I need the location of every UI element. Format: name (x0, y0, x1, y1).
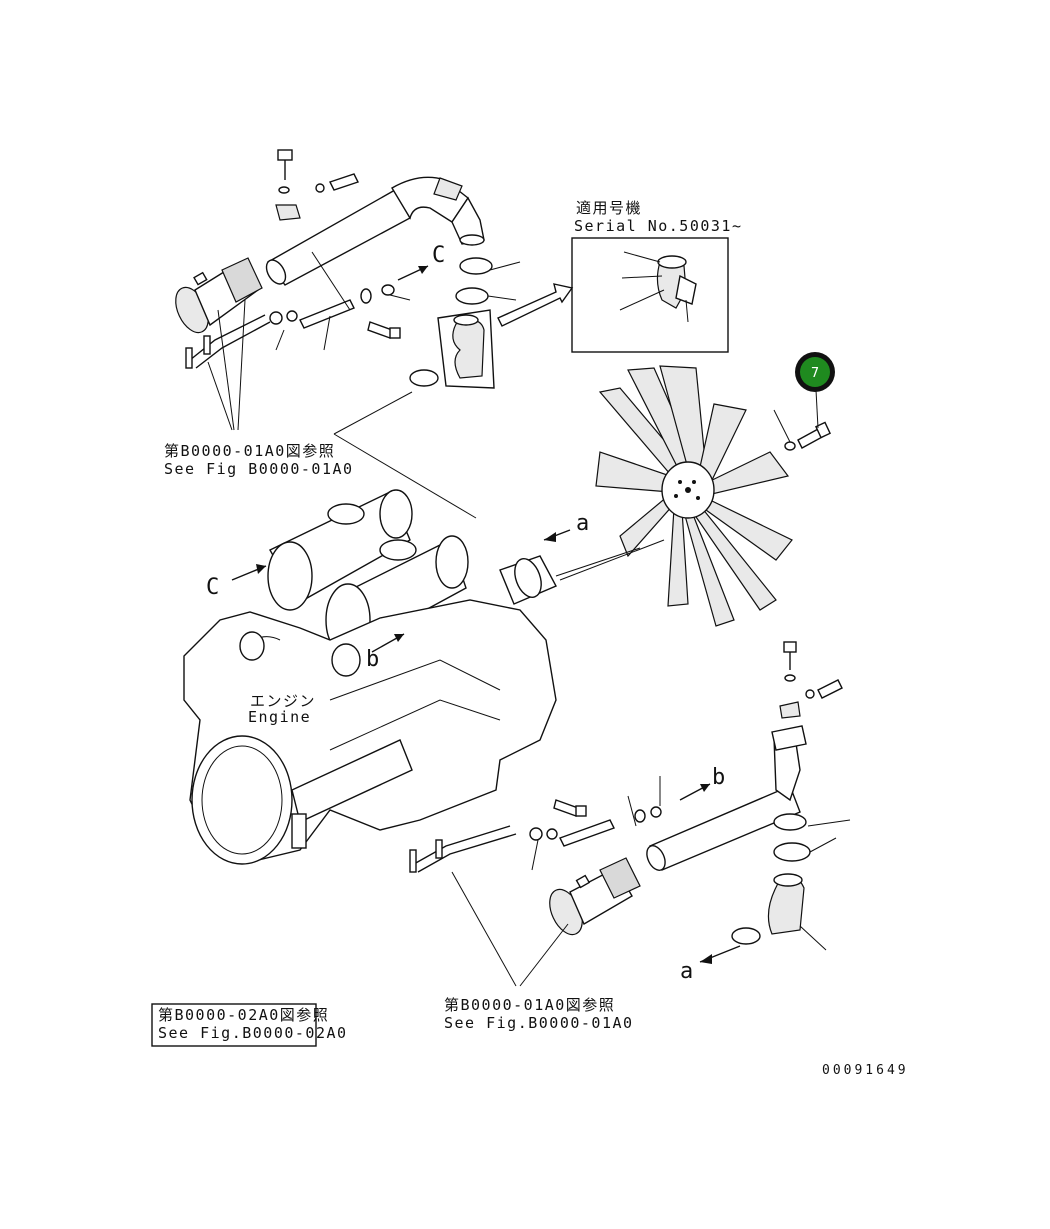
drawing-number: 00091649 (822, 1063, 909, 1078)
elbow-hose-detail (333, 283, 574, 519)
arrow-label-c-left: C (206, 575, 219, 600)
hose-clamp-2 (455, 287, 489, 305)
ref-top-en: See Fig B0000-01A0 (164, 460, 354, 478)
side-bolt (329, 173, 359, 191)
ref-bottom-en: See Fig.B0000-01A0 (444, 1014, 634, 1032)
arrow-label-c-top: C (432, 243, 445, 268)
clamp-bracket (275, 204, 301, 221)
engine-label-jp: エンジン (250, 692, 316, 710)
hose-clamp (459, 257, 493, 275)
arrow-label-b-mid: b (366, 647, 379, 672)
cooling-fan: a (543, 365, 831, 627)
breather-hose (299, 299, 355, 329)
ref-box-jp: 第B0000-02A0図参照 (158, 1006, 329, 1024)
arrow-label-a-mid: a (576, 511, 589, 536)
hose-clamp (773, 813, 807, 831)
reference-labels: 第B0000-01A0図参照 See Fig B0000-01A0 第B0000… (151, 442, 909, 1078)
flywheel-housing (191, 735, 293, 865)
engine-label-en: Engine (248, 708, 311, 726)
arrow-label-b-lower: b (712, 765, 725, 790)
lower-elbow-clamp (731, 927, 761, 945)
rubber-coupling (221, 257, 263, 303)
air-cleaner-cap (327, 503, 365, 525)
bolt-head (277, 149, 293, 161)
serial-detail-box: 適用号機 Serial No.50031~ (571, 199, 743, 353)
washer (278, 186, 290, 194)
callout-badge[interactable]: 7 (795, 352, 835, 392)
intake-pipe (266, 189, 411, 286)
hose-clamp-2 (773, 842, 811, 862)
serial-title-jp: 適用号機 (576, 199, 642, 217)
serial-box-frame (571, 237, 729, 353)
ref-box-frame (151, 1003, 317, 1047)
lower-rubber-coupling (599, 857, 641, 899)
upper-air-intake-assembly: C (175, 149, 521, 431)
ref-bottom-jp: 第B0000-01A0図参照 (444, 996, 615, 1014)
lower-air-intake-assembly: a b (409, 641, 851, 987)
elbow-clamp (409, 369, 439, 387)
serial-title-en: Serial No.50031~ (574, 217, 743, 235)
air-cleaner-end (267, 541, 313, 611)
arrow-label-a-bottom: a (680, 959, 693, 984)
clamp-bracket (779, 701, 801, 719)
callout-badge-number: 7 (811, 366, 819, 381)
bolt-head (783, 641, 797, 653)
ref-top-jp: 第B0000-01A0図参照 (164, 442, 335, 460)
engine-block: C b エンジン Engine (183, 489, 641, 865)
callout-badge-fill (800, 357, 830, 387)
fan-blade (667, 507, 689, 607)
fan-washer (784, 441, 796, 451)
ref-box-en: See Fig.B0000-02A0 (158, 1024, 348, 1042)
air-cleaner-cap-2 (379, 539, 417, 561)
breather-hose-lower (559, 819, 615, 847)
serial-arrow (497, 283, 574, 327)
